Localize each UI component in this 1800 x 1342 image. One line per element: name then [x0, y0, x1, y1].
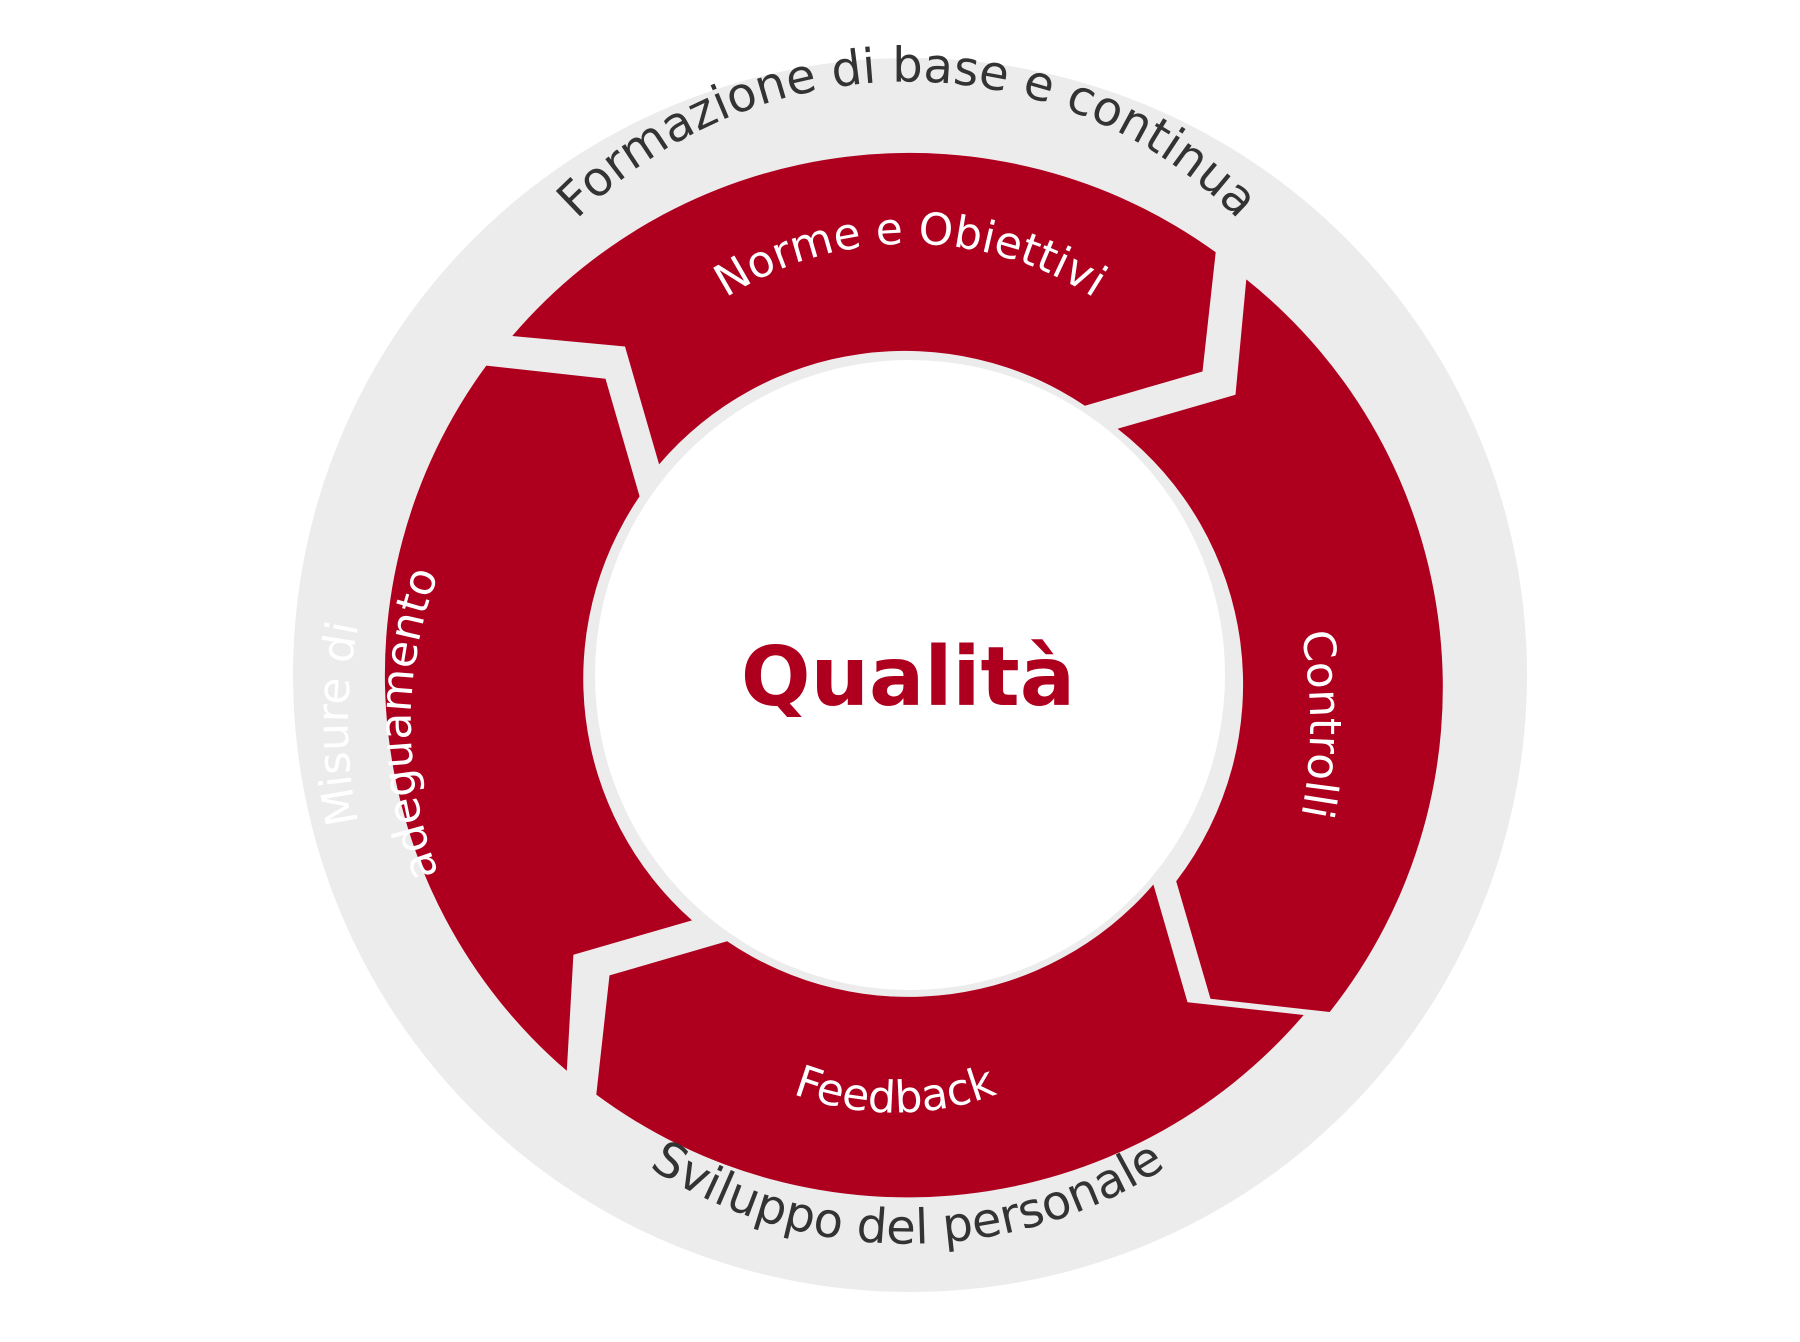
- segment-ring: [384, 152, 1443, 1198]
- center-circle: [595, 360, 1225, 990]
- segment-misure-di-adeguamento: [384, 365, 692, 1071]
- segment-controlli: [1117, 279, 1443, 1012]
- label-controlli: Controlli: [1290, 626, 1350, 822]
- segment-norme-e-obiettivi: [512, 152, 1216, 465]
- center-label-qualita: Qualità: [741, 630, 1075, 725]
- segment-feedback: [596, 884, 1304, 1198]
